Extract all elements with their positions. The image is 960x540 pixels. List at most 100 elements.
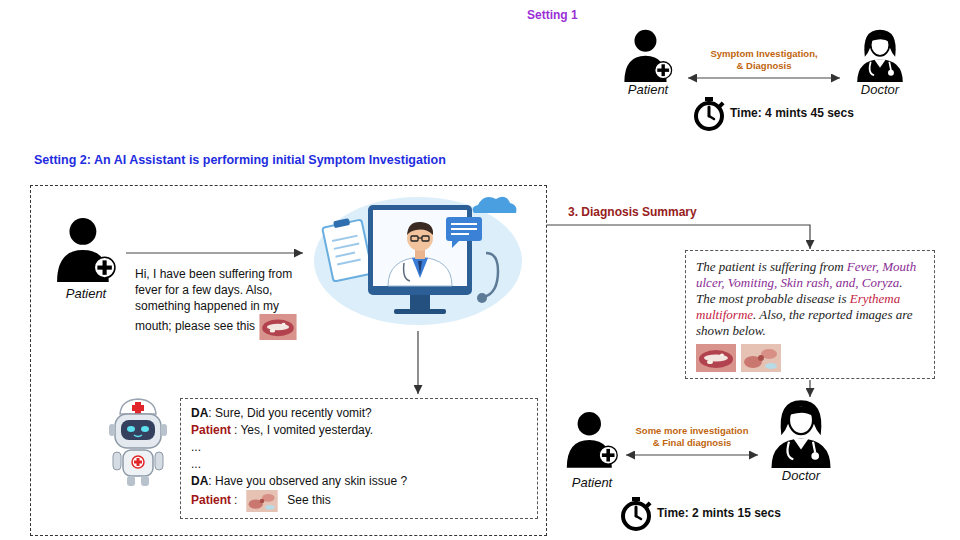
doctor-icon-part [889,62,891,70]
connector [688,77,840,78]
ai-assistant-illustration-part [418,237,422,238]
mouth-photo-part [696,344,736,372]
skin-photo-part [758,355,764,361]
skin-photo-part [741,344,781,372]
ai-assistant-illustration-part [404,263,410,281]
stopwatch-icon-part [623,503,649,529]
stopwatch-icon-part [635,507,638,516]
doctor-icon-part [813,442,815,453]
skin-photo [243,490,281,512]
robot-assistant-icon-part [120,399,156,414]
ai-assistant-illustration-part-part [332,236,362,265]
dialog-text: : [234,493,237,507]
person-label: Patient [50,286,122,302]
dialog-text: See this [287,493,330,507]
robot-assistant-icon-part [127,426,135,432]
person-label: Doctor [760,468,842,484]
dialog-text: : Sure, Did you recently vomit? [208,406,371,420]
ai-assistant-illustration-part [411,236,418,241]
mouth-photo-part [707,360,713,364]
doctor-icon-part [864,30,895,57]
dialog-text: DA [191,406,208,420]
dialog-text: Patient [191,423,231,437]
doctor-node: Doctor [842,28,918,98]
setting-group: Setting 2: An AI Assistant is performing… [30,150,547,536]
doctor-icon [765,398,837,468]
person-icon-part [578,412,601,435]
skin-photo-part [260,499,265,504]
summary-box: The patient is suffering from Fever, Mou… [685,250,935,379]
dialog-text: ... [191,440,201,454]
person-icon-part [69,218,96,245]
connector [547,225,810,249]
skin-photo-part [247,490,278,512]
setting-label: Setting 1 [527,8,578,23]
robot-assistant-icon-part [113,452,121,470]
edge-label: Symptom Investigation, & Diagnosis [708,48,820,72]
person-icon [618,28,678,82]
robot-assistant-icon-part [123,450,153,476]
doctor-icon-part [771,438,830,468]
flow-arrows-part [126,252,303,253]
person-label: Patient [610,82,686,98]
robot-assistant-icon-part [109,424,115,436]
person-icon-part [599,446,617,464]
robot-assistant-icon-part [121,420,155,440]
edge-label: Some more investigation & Final diagnosi… [633,425,751,449]
ai-assistant-illustration-part [388,257,452,286]
doctor-icon-part [870,62,875,76]
ai-assistant-illustration-part [321,216,372,282]
skin-photo-part [765,363,777,369]
stopwatch-icon [693,96,727,132]
section-heading: Setting 2: An AI Assistant is performing… [30,150,547,168]
ai-assistant-illustration-part [407,222,433,235]
ai-assistant-illustration-part [446,217,482,241]
dialog-text: Patient [191,493,231,507]
mouth-photo-part [270,329,276,333]
robot-assistant-icon-part [132,456,144,468]
summary-text-part: The patient is suffering from [696,259,844,274]
robot-assistant-icon-part [161,424,167,436]
patient-node: Patient [50,212,122,302]
connector [626,454,758,455]
mouth-photo-part [262,320,294,337]
patient-node: Patient [560,403,624,491]
ai-assistant-illustration-part [477,293,487,303]
person-icon-part [602,453,615,457]
ai-assistant-illustration-part [410,295,430,309]
dialog-text: ... [191,457,201,471]
dialog-line: DA: Sure, Did you recently vomit? [191,405,527,422]
person-icon-part [97,266,111,270]
mouth-photo-part [720,354,724,357]
robot-assistant-icon-part [115,414,161,448]
ai-assistant-illustration [308,183,525,330]
time-label: Time: 4 mints 45 secs [730,106,854,120]
skin-photo-part [266,505,275,510]
dialog-text: : Have you observed any skin issue ? [208,474,407,488]
ai-assistant-illustration-part [412,258,428,278]
doctor-icon-part [811,452,819,460]
ai-assistant-illustration-part [451,224,477,234]
mouth-photo-part [260,314,297,340]
mouth-photo-part [704,355,728,362]
dialog-text: : Yes, I vomited yesterday. [234,423,373,437]
person-icon-part [635,30,657,52]
mouth-photo [259,314,297,340]
ai-assistant-illustration-part-part [333,218,350,228]
ai-assistant-illustration-part-part [322,219,373,281]
dialog-line: Patient: Yes, I vomited yesterday. [191,422,527,439]
ai-assistant-illustration-part [314,197,522,325]
robot-assistant-icon-part [134,461,142,464]
edge-label: 3. Diagnosis Summary [568,205,697,220]
robot-assistant-icon-part [127,476,135,486]
person-icon-part [94,257,115,278]
dialog-line: DA: Have you observed any skin issue ? [191,473,527,490]
doctor-icon-part [788,406,814,416]
ai-assistant-illustration-part [452,241,459,248]
robot-assistant-icon-part [132,405,144,411]
person-icon-part [655,62,672,79]
connector [809,380,810,397]
patient-node: Patient [610,28,686,98]
dialog-line: Patient: See this [191,490,527,512]
summary-text: The patient is suffering from Fever, Mou… [696,259,924,339]
